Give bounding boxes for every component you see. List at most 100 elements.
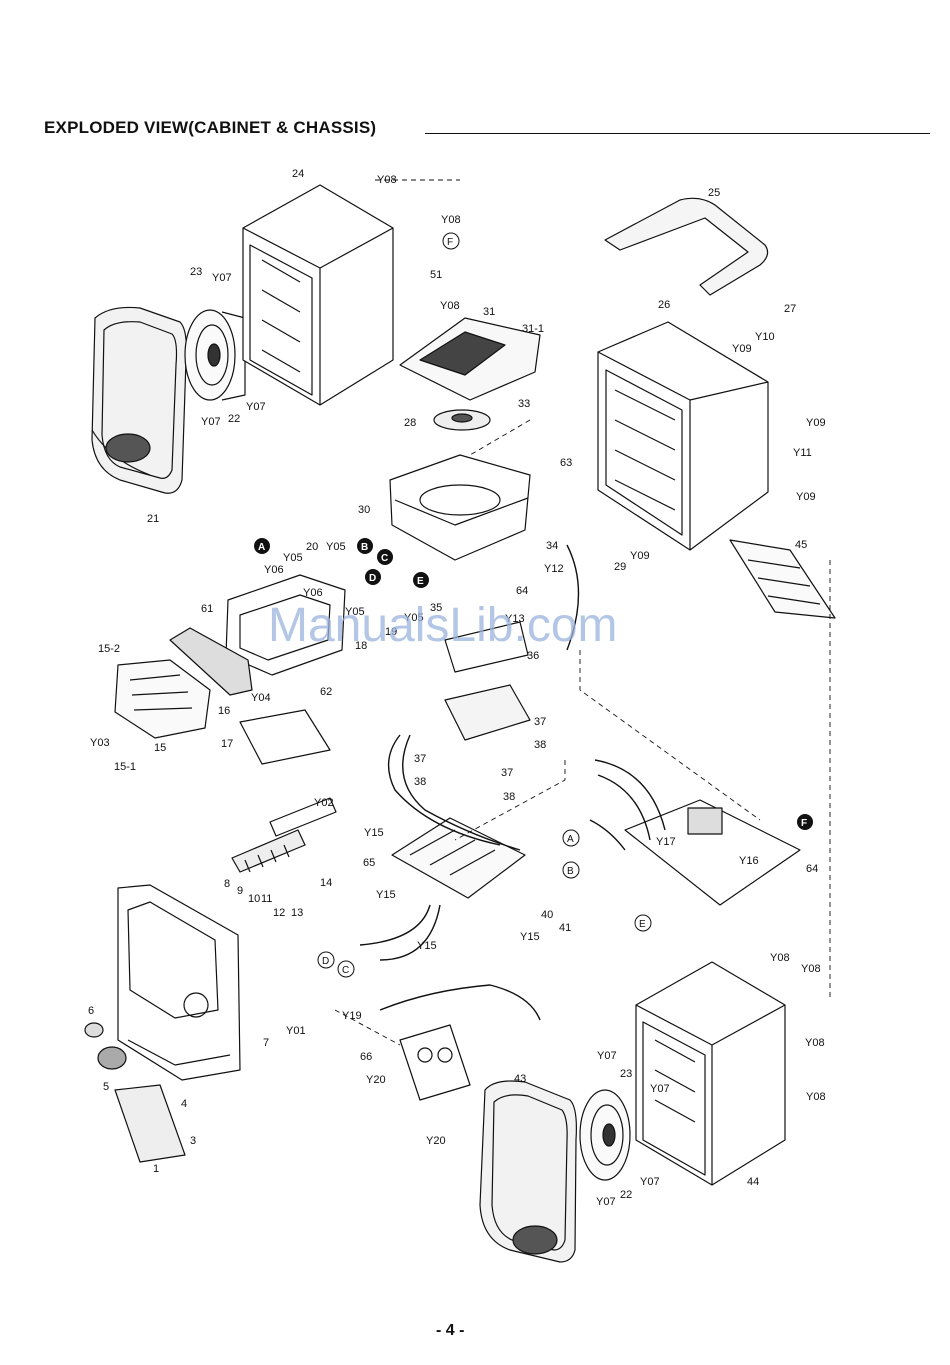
callout: Y08	[440, 300, 460, 312]
pcb-65	[391, 817, 526, 899]
callout: Y20	[366, 1074, 386, 1086]
callout: Y08	[805, 1037, 825, 1049]
callout: 10	[248, 893, 260, 905]
left-front-grille	[91, 306, 187, 494]
callout: 25	[708, 187, 720, 199]
callout: 8	[224, 878, 230, 890]
callout: Y08	[377, 174, 397, 186]
callout: 16	[218, 705, 230, 717]
connector-marker-a: A	[258, 542, 265, 553]
callout: Y08	[770, 952, 790, 964]
callout: 27	[784, 303, 796, 315]
callout: Y11	[793, 447, 812, 459]
callout: 36	[527, 650, 539, 662]
callout: Y05	[345, 606, 365, 618]
cd-mechanism	[389, 454, 531, 561]
wire-harness	[359, 544, 666, 1021]
callout: 61	[201, 603, 213, 615]
callout: Y10	[755, 331, 775, 343]
callout: Y07	[212, 272, 232, 284]
callout: 19	[385, 626, 397, 638]
callout: Y02	[314, 797, 334, 809]
front-chassis	[225, 574, 346, 676]
callout: 13	[291, 907, 303, 919]
callout: 34	[546, 540, 558, 552]
callout: 38	[503, 791, 515, 803]
callout: 31	[483, 306, 495, 318]
callout: 21	[147, 513, 159, 525]
callout: 66	[360, 1051, 372, 1063]
callout: 63	[560, 457, 572, 469]
callout: Y07	[596, 1196, 616, 1208]
right-speaker	[579, 1089, 631, 1181]
callout: Y07	[650, 1083, 670, 1095]
callout: 4	[181, 1098, 187, 1110]
callout: Y07	[597, 1050, 617, 1062]
connector-marker-e: E	[417, 576, 424, 587]
callout: 12	[273, 907, 285, 919]
callout: 11	[261, 893, 272, 905]
rear-panel	[729, 539, 836, 619]
callout: Y01	[286, 1025, 306, 1037]
callout: 37	[534, 716, 546, 728]
callout: 38	[414, 776, 426, 788]
callout: 62	[320, 686, 332, 698]
callout: Y05	[326, 541, 346, 553]
connector-marker-f: F	[801, 818, 807, 829]
callout: 20	[306, 541, 318, 553]
callout: 30	[358, 504, 370, 516]
turntable	[433, 409, 491, 431]
callout: Y07	[201, 416, 221, 428]
callout: Y09	[796, 491, 816, 503]
callout: 64	[806, 863, 818, 875]
watermark: ManualsLib.com	[268, 599, 618, 652]
callout: Y09	[806, 417, 826, 429]
callout: Y07	[640, 1176, 660, 1188]
handle	[604, 197, 769, 296]
left-speaker	[184, 309, 246, 401]
window-1	[114, 1084, 186, 1163]
callout: Y03	[90, 737, 110, 749]
right-front-grille	[479, 1080, 577, 1263]
callout: 45	[795, 539, 807, 551]
callout: 40	[541, 909, 553, 921]
callout: 38	[534, 739, 546, 751]
main-cabinet	[597, 321, 769, 551]
connector-markers-filled: A B C D E F	[254, 538, 813, 830]
callout: Y07	[246, 401, 266, 413]
deck-mechanism	[444, 621, 531, 741]
callout: 22	[620, 1189, 632, 1201]
callout: Y15	[520, 931, 540, 943]
callout: 3	[190, 1135, 196, 1147]
callout: 6	[88, 1005, 94, 1017]
callout: Y08	[801, 963, 821, 975]
callout: Y19	[342, 1010, 362, 1022]
callout: 35	[430, 602, 442, 614]
callout: Y15	[376, 889, 396, 901]
board-66	[399, 1024, 471, 1101]
callout: Y20	[426, 1135, 446, 1147]
deck-panel	[114, 659, 211, 739]
callout: 31-1	[522, 323, 544, 335]
connector-marker-d: D	[322, 956, 329, 967]
callout: Y06	[264, 564, 284, 576]
callout: 18	[355, 640, 367, 652]
callout: Y13	[505, 613, 525, 625]
callout: 15	[154, 742, 166, 754]
left-cabinet	[242, 184, 394, 406]
power-pcb	[624, 799, 801, 906]
right-cabinet	[635, 961, 786, 1186]
callout: 22	[228, 413, 240, 425]
callout: 7	[263, 1037, 269, 1049]
switch-board	[231, 797, 337, 873]
callout: 17	[221, 738, 233, 750]
callout: Y05	[283, 552, 303, 564]
callout: 37	[501, 767, 513, 779]
callout: Y08	[806, 1091, 826, 1103]
page-number: - 4 -	[436, 1322, 465, 1339]
callout: 43	[514, 1073, 526, 1085]
callout: 28	[404, 417, 416, 429]
callout: Y04	[251, 692, 271, 704]
top-cover	[399, 317, 541, 401]
